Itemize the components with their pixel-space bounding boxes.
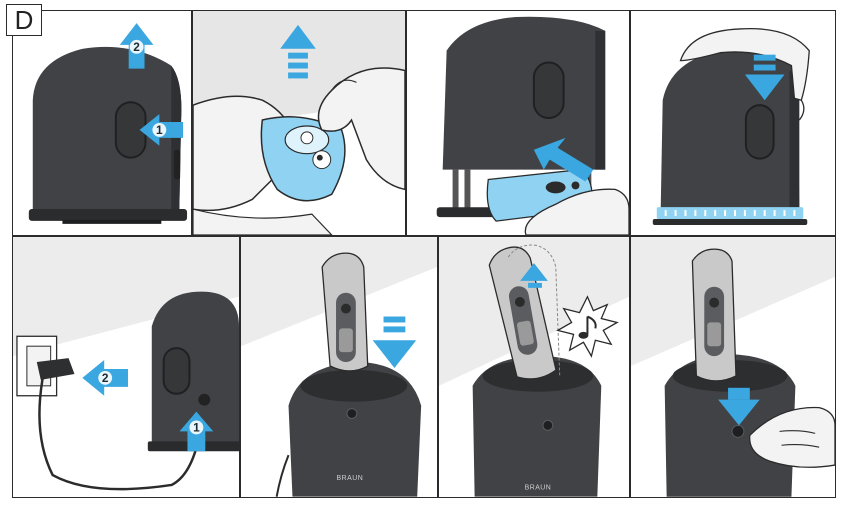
arrow-up-icon xyxy=(280,24,316,79)
step-panel-7: BRAUN xyxy=(438,236,630,498)
svg-text:2: 2 xyxy=(102,371,109,385)
step-number-icon: 2 xyxy=(133,40,140,54)
arrow-up-icon xyxy=(520,263,548,288)
step-panel-8 xyxy=(630,236,836,498)
station-button-press-illustration xyxy=(631,237,835,497)
svg-text:1: 1 xyxy=(193,420,200,434)
arrow-down-icon xyxy=(372,316,417,368)
arrow-up-icon: 2 xyxy=(119,23,154,69)
power-connect-illustration: 2 1 xyxy=(13,237,239,497)
section-label: D xyxy=(6,4,42,36)
arrow-left-icon xyxy=(533,137,594,182)
arrow-down-icon xyxy=(718,387,760,426)
station-lower-illustration xyxy=(631,11,835,235)
step-panel-2 xyxy=(192,10,406,236)
svg-text:1: 1 xyxy=(156,123,163,137)
shaver-seat-illustration: BRAUN xyxy=(439,237,629,497)
station-lift-illustration: 2 1 xyxy=(13,11,191,235)
cartridge-open-illustration xyxy=(193,11,405,235)
shaver-insert-illustration: BRAUN xyxy=(241,237,437,497)
step-panel-4 xyxy=(630,10,836,236)
svg-text:BRAUN: BRAUN xyxy=(525,485,552,492)
step-panel-5: 2 1 xyxy=(12,236,240,498)
step-panel-6: BRAUN xyxy=(240,236,438,498)
cartridge-insert-illustration xyxy=(407,11,629,235)
music-note-icon xyxy=(556,295,619,358)
svg-text:BRAUN: BRAUN xyxy=(337,475,364,482)
step-panel-3 xyxy=(406,10,630,236)
arrow-left-icon: 1 xyxy=(139,114,184,146)
arrow-down-icon xyxy=(744,54,785,101)
arrow-up-icon: 1 xyxy=(179,411,214,452)
step-panel-1: 2 1 xyxy=(12,10,192,236)
arrow-left-icon: 2 xyxy=(82,360,128,396)
